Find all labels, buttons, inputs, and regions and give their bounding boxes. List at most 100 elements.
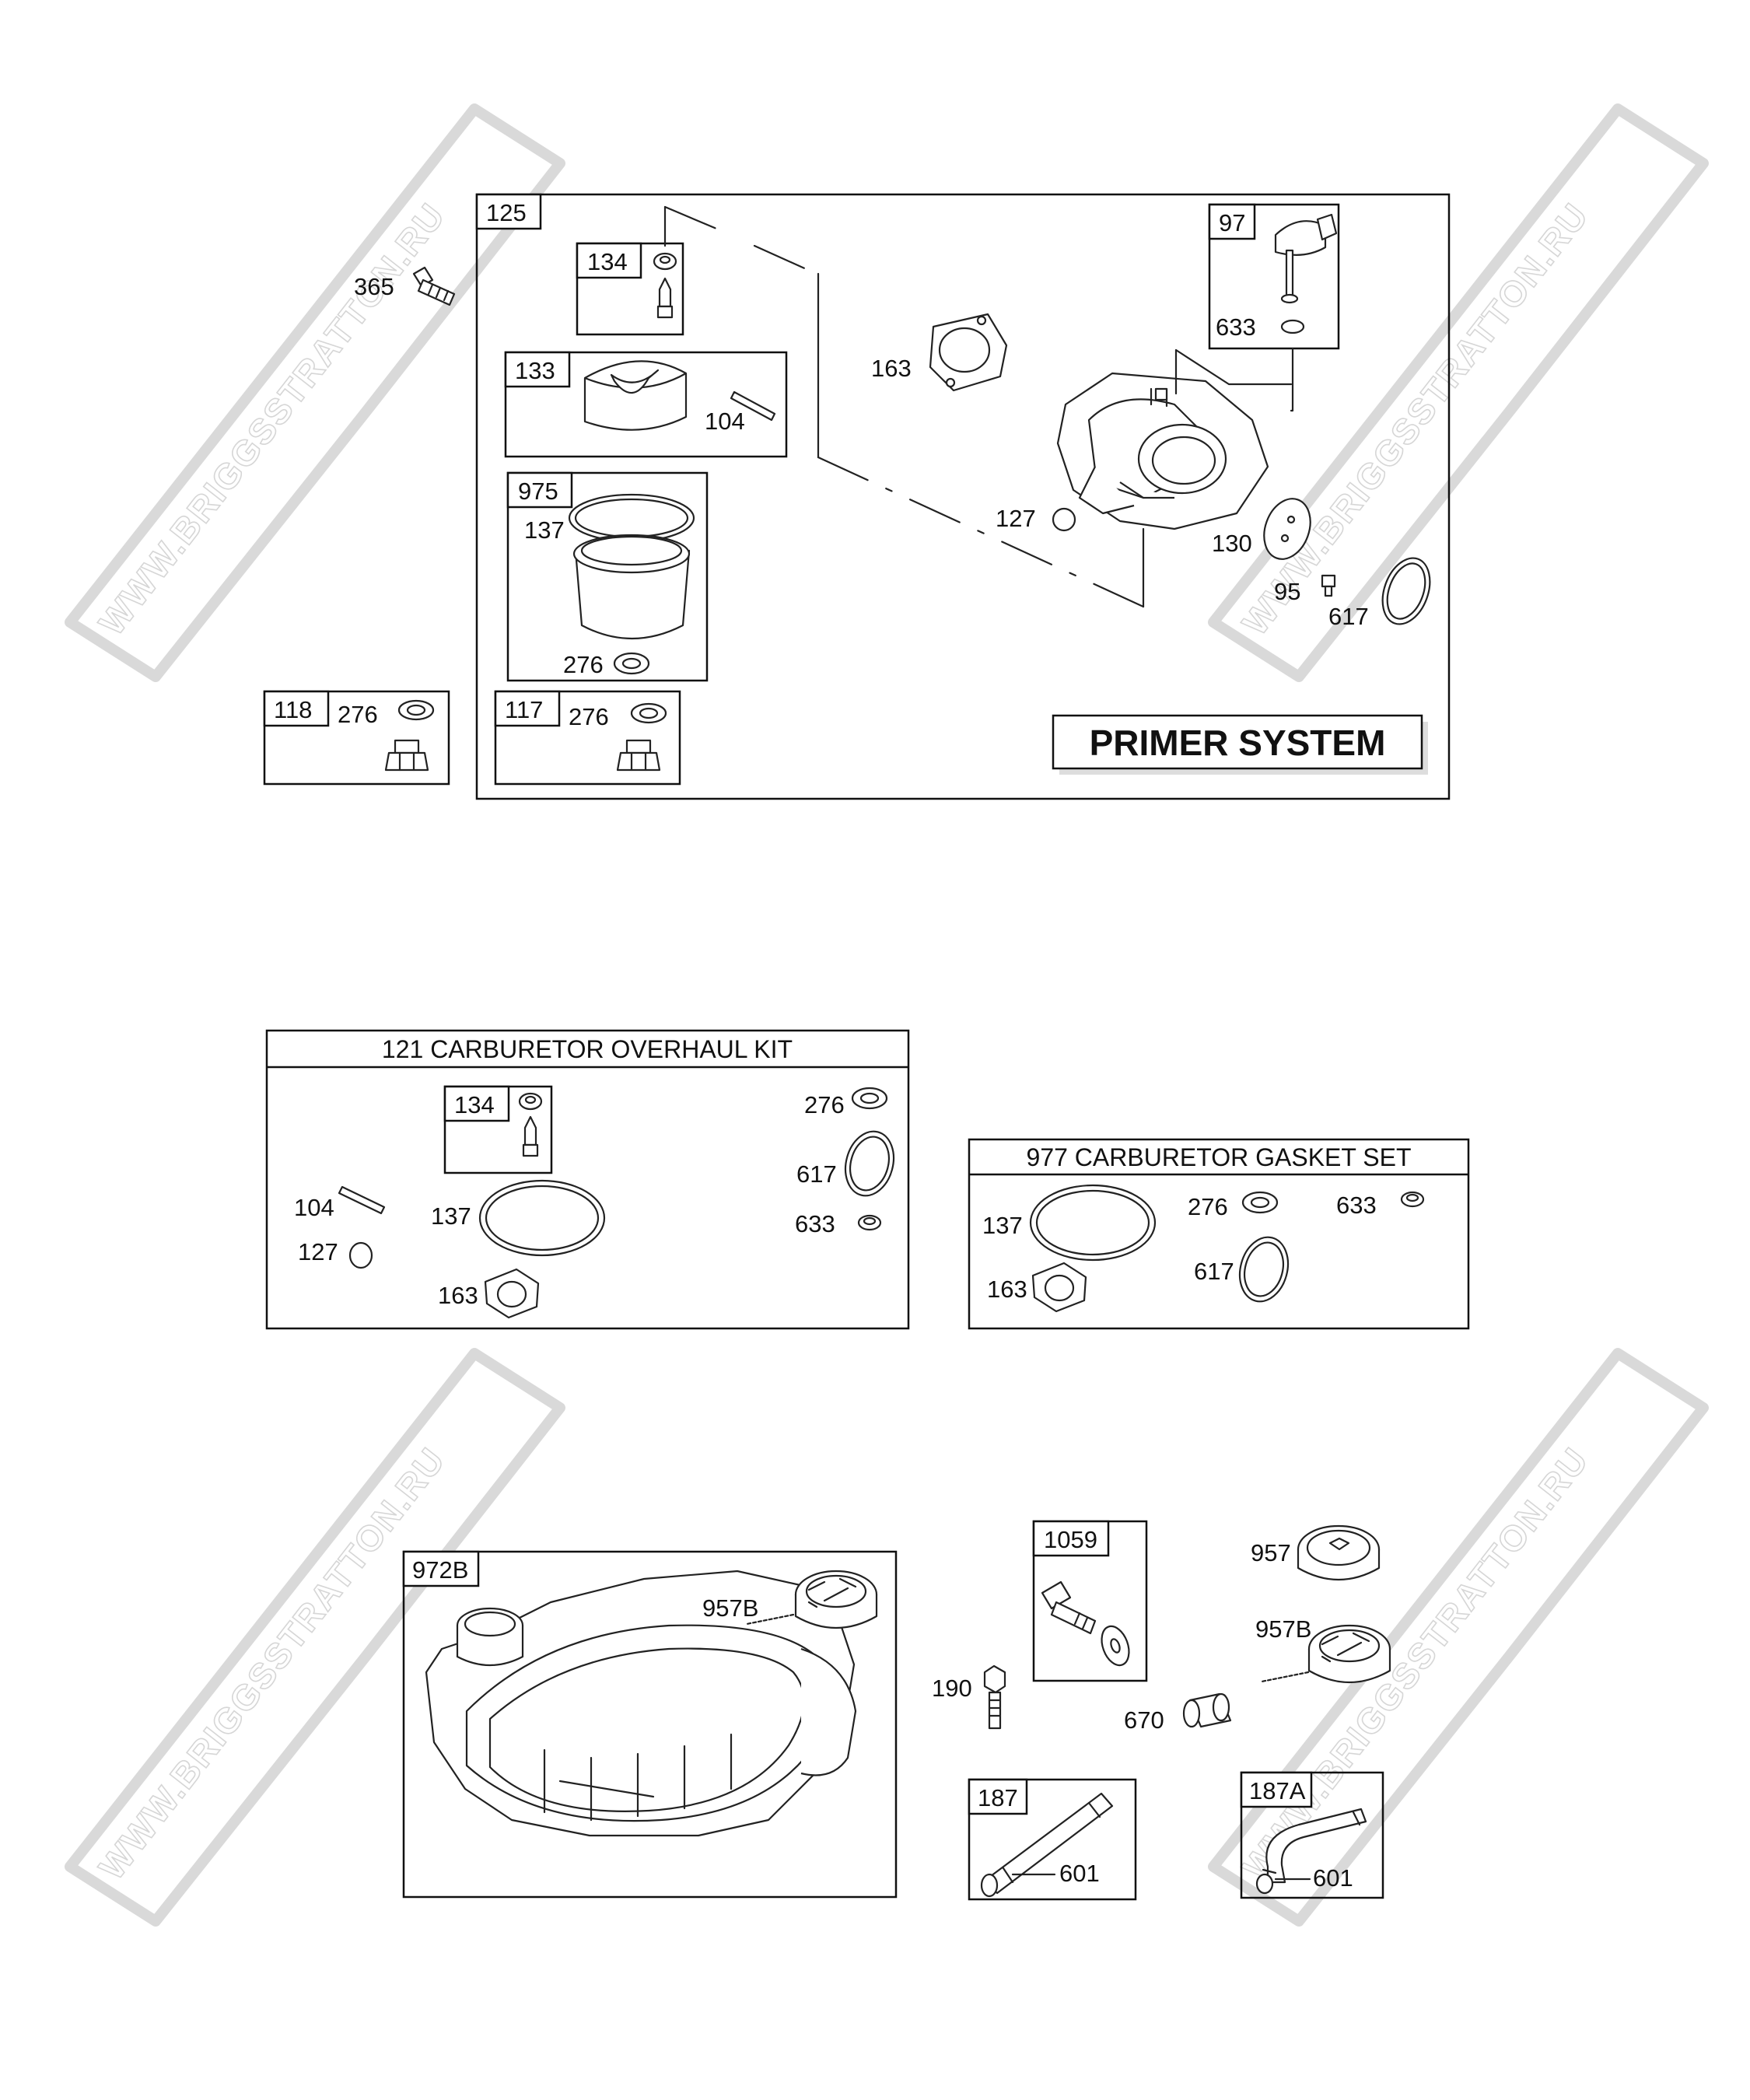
section-title: PRIMER SYSTEM xyxy=(1090,723,1386,763)
group-box-117 xyxy=(494,690,681,786)
float-pin xyxy=(730,390,776,422)
washer-hole xyxy=(859,1092,880,1104)
o-ring-inner xyxy=(1244,1241,1284,1297)
callout-957b: 957B xyxy=(702,1594,758,1622)
callout-187: 187 xyxy=(978,1784,1018,1811)
spacer-670 xyxy=(1182,1692,1232,1728)
callout-975: 975 xyxy=(518,478,558,505)
callout-125: 125 xyxy=(486,199,527,226)
group-box-118 xyxy=(263,690,450,786)
washer-hole xyxy=(621,657,642,670)
callout-957b: 957B xyxy=(1255,1615,1311,1643)
float-bowl xyxy=(568,493,695,640)
fitting-365 xyxy=(412,266,456,306)
tag-box xyxy=(1208,203,1256,240)
callout-127: 127 xyxy=(996,505,1036,532)
gasket-163 xyxy=(484,1268,540,1319)
tag-box xyxy=(504,351,571,388)
fuel-cap xyxy=(1297,1524,1381,1580)
title-box xyxy=(1052,714,1423,770)
callout-137: 137 xyxy=(524,516,565,544)
callout-97: 97 xyxy=(1219,209,1245,236)
watermark-text: WWW.BRIGGSSTRATTON.RU xyxy=(1234,1440,1596,1887)
leader-lines xyxy=(1290,347,1294,412)
callout-365: 365 xyxy=(354,273,394,300)
inlet-needle xyxy=(518,1092,543,1157)
callout-104: 104 xyxy=(705,408,745,435)
callout-134: 134 xyxy=(454,1091,495,1118)
bowl-gasket-inner xyxy=(1035,1189,1150,1256)
carburetor-body xyxy=(1056,372,1269,530)
float-pin xyxy=(338,1185,386,1215)
seal-inner xyxy=(863,1216,877,1226)
callout-972b: 972B xyxy=(412,1556,468,1584)
tag-box xyxy=(1240,1771,1313,1808)
group-118: 118 276 xyxy=(263,690,450,786)
callout-276: 276 xyxy=(338,701,378,728)
overhaul-kit-section: 121 CARBURETOR OVERHAUL KIT 134 276 617 … xyxy=(265,1029,910,1330)
fuel-line xyxy=(980,1792,1114,1898)
welch-plug xyxy=(1052,507,1076,532)
o-ring-inner xyxy=(849,1136,890,1192)
callout-633: 633 xyxy=(795,1210,835,1237)
section-frame xyxy=(265,1029,910,1330)
tag-box xyxy=(263,690,330,727)
tag-box xyxy=(475,193,542,230)
callout-633: 633 xyxy=(1216,313,1256,341)
callout-137: 137 xyxy=(431,1202,471,1230)
washer-hole xyxy=(639,707,659,719)
callout-187a: 187A xyxy=(1249,1777,1306,1804)
watermark-text: WWW.BRIGGSSTRATTON.RU xyxy=(91,1440,453,1887)
gasket-set-section: 977 CARBURETOR GASKET SET 137 276 633 61… xyxy=(968,1138,1470,1330)
tag-box xyxy=(443,1085,510,1122)
section-title: 977 CARBURETOR GASKET SET xyxy=(1027,1143,1412,1171)
callout-163: 163 xyxy=(438,1282,478,1309)
fuel-cap-with-gauge xyxy=(1260,1624,1391,1683)
section-frame xyxy=(968,1138,1470,1330)
callout-1059: 1059 xyxy=(1044,1526,1097,1553)
fuel-tank xyxy=(425,1570,857,1837)
callout-163: 163 xyxy=(987,1276,1027,1303)
fuel-tank-section: 972B 957B 1059 xyxy=(402,1520,1391,1901)
group-box-97 xyxy=(1208,203,1340,350)
group-box-187 xyxy=(968,1778,1137,1901)
o-ring-inner xyxy=(1386,562,1426,620)
stud-190 xyxy=(983,1664,1006,1730)
seal xyxy=(1280,319,1305,334)
callout-617: 617 xyxy=(1328,603,1369,630)
callout-118: 118 xyxy=(274,696,312,723)
callout-134: 134 xyxy=(587,248,628,275)
callout-276: 276 xyxy=(563,651,604,678)
fuel-line-bent xyxy=(1255,1808,1367,1895)
callout-137: 137 xyxy=(982,1212,1023,1239)
inlet-needle xyxy=(653,252,677,319)
leader-lines xyxy=(663,205,1145,608)
screw xyxy=(1321,574,1336,597)
callout-601: 601 xyxy=(1313,1864,1353,1892)
callout-617: 617 xyxy=(796,1160,837,1188)
leader-lines xyxy=(1174,348,1293,395)
watermark-text: WWW.BRIGGSSTRATTON.RU xyxy=(91,195,453,642)
throttle-valve xyxy=(1263,498,1311,560)
callout-633: 633 xyxy=(1336,1192,1377,1219)
callout-276: 276 xyxy=(804,1091,845,1118)
fuel-cap-with-gauge xyxy=(745,1570,878,1629)
tag-box xyxy=(1032,1520,1110,1557)
callout-133: 133 xyxy=(515,357,555,384)
primer-bulb xyxy=(1274,213,1338,304)
callout-276: 276 xyxy=(1188,1193,1228,1220)
group-box-972b xyxy=(402,1550,898,1899)
washer-hole xyxy=(406,704,426,716)
callout-163: 163 xyxy=(871,355,912,382)
callout-276: 276 xyxy=(569,703,609,730)
primer-system-section: 125 365 134 133 104 9 xyxy=(354,193,1451,800)
tag-box xyxy=(494,690,561,727)
section-frame xyxy=(475,193,1451,800)
tag-box xyxy=(402,1550,480,1587)
washer-1059 xyxy=(1101,1625,1130,1667)
shoulder-bolt xyxy=(1041,1580,1097,1635)
tag-box xyxy=(506,471,573,509)
callout-670: 670 xyxy=(1124,1706,1164,1734)
callout-130: 130 xyxy=(1212,530,1252,557)
